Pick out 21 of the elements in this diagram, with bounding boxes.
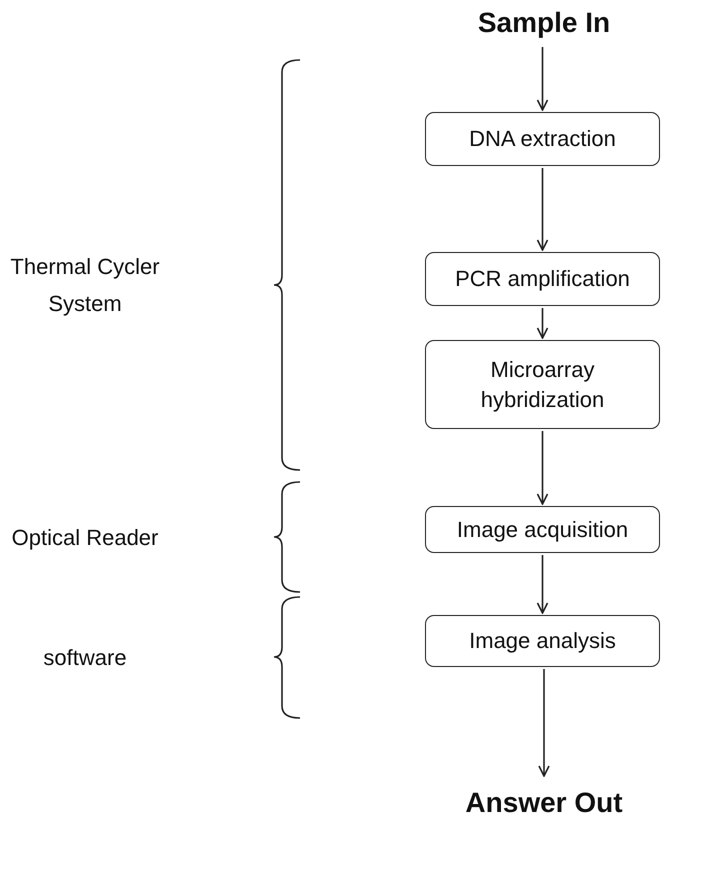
group-label: software — [42, 644, 128, 672]
node-text: Microarray hybridization — [480, 356, 606, 414]
process-box — [425, 506, 660, 553]
node-text: Answer Out — [465, 787, 623, 819]
group-label: Thermal Cycler System — [9, 252, 161, 318]
group-label: Optical Reader — [10, 524, 160, 552]
node-text: Sample In — [478, 6, 610, 38]
arrow — [536, 555, 548, 614]
node-text: DNA extraction — [469, 125, 616, 154]
node-text: Image analysis — [469, 627, 616, 656]
arrow — [538, 669, 550, 777]
process-box — [425, 340, 660, 429]
node-text: PCR amplification — [455, 265, 630, 294]
process-box — [425, 615, 660, 667]
arrow — [536, 47, 548, 111]
process-box — [425, 112, 660, 166]
arrow — [536, 308, 548, 339]
process-box — [425, 252, 660, 306]
arrow — [536, 168, 548, 251]
arrow — [536, 431, 548, 505]
node-text: Image acquisition — [456, 516, 628, 544]
